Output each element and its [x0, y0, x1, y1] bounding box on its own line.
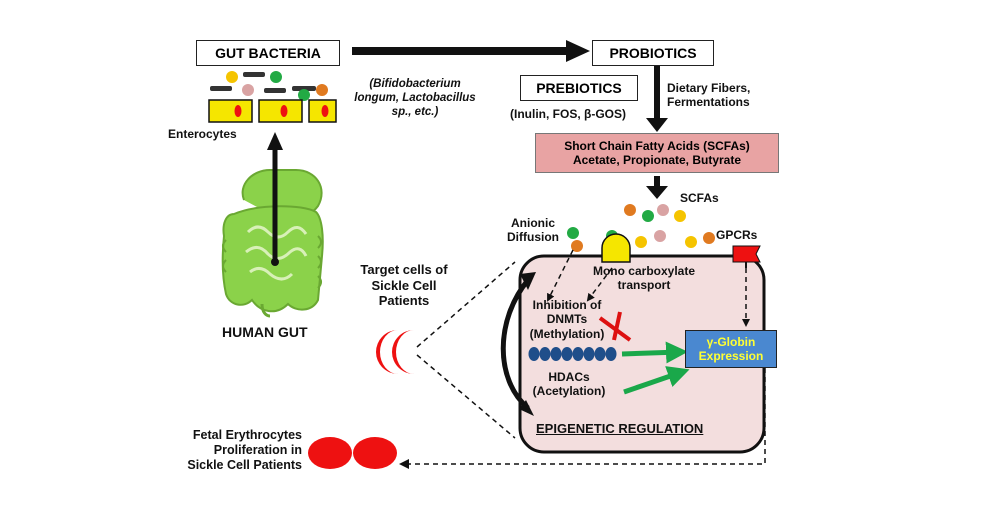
scfa-subtitle: Acetate, Propionate, Butyrate: [572, 153, 742, 167]
human-gut-label: HUMAN GUT: [222, 324, 308, 340]
bacteria-species-label: (Bifidobacterium longum, Lactobacillus s…: [354, 78, 476, 118]
gamma-globin-line1: γ-Globin: [706, 335, 756, 349]
gut-bacteria-label: GUT BACTERIA: [215, 45, 321, 61]
scfa-box: Short Chain Fatty Acids (SCFAs) Acetate,…: [535, 133, 779, 173]
scfa-title: Short Chain Fatty Acids (SCFAs): [564, 139, 750, 153]
dietary-fibers-label: Dietary Fibers, Fermentations: [667, 81, 751, 110]
enterocytes-label: Enterocytes: [168, 127, 237, 141]
hdac-label: HDACs (Acetylation): [532, 370, 606, 399]
scfas-label: SCFAs: [680, 191, 719, 205]
dnmt-inhibition-label: Inhibition of DNMTs (Methylation): [529, 298, 605, 341]
gut-up-arrow-head: [267, 132, 283, 150]
gpcrs-label: GPCRs: [716, 228, 758, 242]
scfa-molecules: [567, 204, 715, 252]
green-arrow-lower: [623, 366, 690, 395]
receptor-icon: [732, 245, 761, 268]
target-cells-label: Target cells of Sickle Cell Patients: [360, 262, 448, 309]
red-blood-cell-icon: [376, 330, 414, 374]
gamma-globin-line2: Expression: [698, 349, 764, 363]
probiotics-box: PROBIOTICS: [592, 40, 714, 66]
gut-to-probiotics-arrow: [352, 40, 590, 62]
probiotics-label: PROBIOTICS: [609, 45, 697, 61]
green-arrow-upper: [621, 341, 688, 364]
nucleosome-chain: [528, 347, 617, 361]
gamma-globin-box: γ-Globin Expression: [685, 330, 777, 368]
mono-carboxylate-label: Mono carboxylate transport: [592, 264, 696, 293]
bacteria-icon: [210, 71, 328, 101]
prebiotics-box: PREBIOTICS: [520, 75, 638, 101]
prebiotics-label: PREBIOTICS: [536, 80, 622, 96]
dashed-arrows: [399, 249, 766, 469]
prebiotic-examples-label: (Inulin, FOS, β-GOS): [510, 107, 626, 121]
scfa-down-arrow: [654, 176, 660, 190]
anionic-diffusion-label: Anionic Diffusion: [507, 216, 559, 245]
epigenetic-regulation-label: EPIGENETIC REGULATION: [536, 421, 704, 436]
fetal-erythrocytes-icon: [308, 437, 397, 469]
inhibition-icon: [598, 311, 632, 342]
transporter-icon: [601, 233, 631, 263]
enterocytes-icon: [208, 99, 337, 123]
gut-bacteria-box: GUT BACTERIA: [196, 40, 340, 66]
prebiotics-down-arrow: [654, 64, 660, 122]
fetal-erythrocytes-label: Fetal Erythrocytes Proliferation in Sick…: [187, 428, 302, 472]
curved-arrow: [500, 278, 530, 410]
